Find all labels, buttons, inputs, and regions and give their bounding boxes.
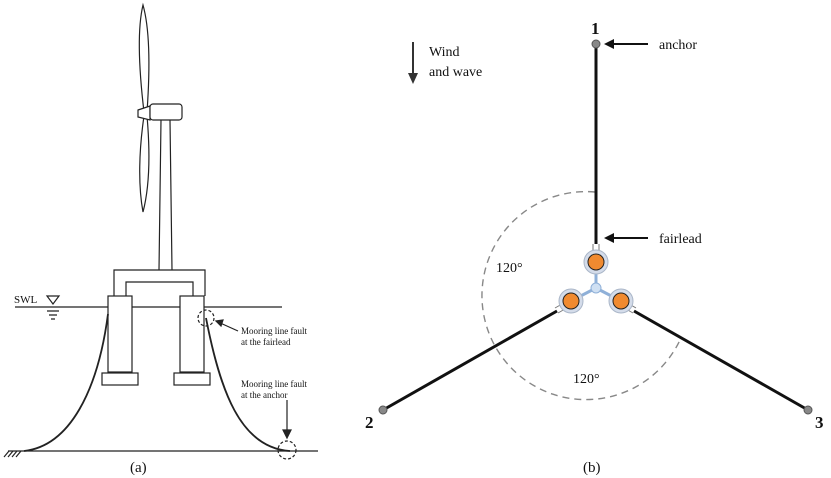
pontoon-right [179, 295, 205, 373]
anchor-point-1 [591, 39, 601, 49]
fault-fairlead-label-line2: at the fairlead [241, 337, 291, 347]
platform-columns [558, 249, 634, 314]
fault-arrowhead-anchor [282, 429, 292, 440]
center-column [590, 282, 602, 294]
swl-label: SWL [14, 294, 38, 306]
panel-a [3, 2, 318, 460]
column-3 [612, 292, 630, 310]
fairlead-label: fairlead [659, 232, 702, 247]
column-1 [587, 253, 605, 271]
caption-a: (a) [130, 460, 147, 476]
fault-circle-fairlead [197, 309, 215, 327]
turbine-blade-lower [139, 115, 150, 213]
fault-anchor-label-line2: at the anchor [241, 390, 287, 400]
anchor-number-3: 3 [815, 413, 824, 432]
platform-deck [113, 269, 206, 296]
wind-wave-label-line1: Wind [429, 45, 460, 60]
fault-arrowhead-fairlead [214, 319, 224, 328]
heave-plate-left [101, 372, 139, 386]
anchor-point-2 [378, 405, 388, 415]
wind-wave-arrow [408, 42, 418, 84]
fault-circle-anchor [277, 440, 297, 460]
anchor-pointer-arrow [604, 39, 648, 49]
heave-plate-right [173, 372, 211, 386]
mooring-line-right [205, 317, 291, 452]
mooring-line-left [23, 313, 109, 452]
caption-b: (b) [583, 460, 601, 476]
pontoon-left [107, 295, 133, 373]
turbine-nacelle [149, 103, 183, 121]
column-2 [562, 292, 580, 310]
anchor-number-2: 2 [365, 413, 374, 432]
mooring-line-3 [633, 309, 809, 412]
anchor-number-1: 1 [591, 19, 600, 38]
turbine-tower [158, 119, 173, 271]
water-level-symbol [45, 295, 61, 320]
angle-label-upper: 120° [496, 261, 523, 276]
angle-label-lower: 120° [573, 372, 600, 387]
fault-fairlead-label-line1: Mooring line fault [241, 326, 307, 336]
mooring-line-2 [382, 309, 558, 412]
turbine-hub [137, 105, 151, 121]
turbine-blade-upper [138, 2, 150, 113]
seabed-hatch [3, 450, 22, 458]
anchor-point-3 [803, 405, 813, 415]
anchor-label: anchor [659, 38, 697, 53]
fault-anchor-label-line1: Mooring line fault [241, 379, 307, 389]
wind-wave-label-line2: and wave [429, 65, 482, 80]
fairlead-pointer-arrow [604, 233, 648, 243]
mooring-lines [382, 46, 809, 412]
